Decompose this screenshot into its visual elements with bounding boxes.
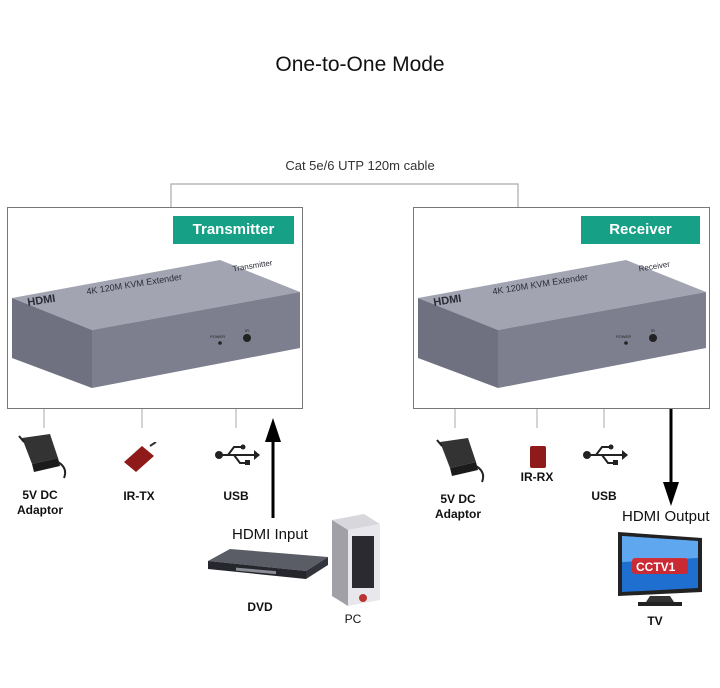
usb-icon xyxy=(215,444,260,465)
receiver-power-led xyxy=(624,341,628,345)
receiver-logo: HDMI xyxy=(433,293,463,309)
transmitter-power-label: POWER xyxy=(210,334,225,339)
power-adapter-icon xyxy=(18,434,67,479)
hdmi-output-arrowhead xyxy=(663,482,679,506)
adaptor-label-tx: 5V DC Adaptor xyxy=(17,488,63,517)
ir-tx-icon xyxy=(124,442,157,472)
transmitter-type-text: Transmitter xyxy=(232,258,273,273)
cable-label: Cat 5e/6 UTP 120m cable xyxy=(285,158,435,173)
tv-icon: CCTV1 xyxy=(618,532,702,606)
tv-label: TV xyxy=(647,614,663,628)
ir-tx-label: IR-TX xyxy=(123,489,155,503)
ir-rx-label: IR-RX xyxy=(520,470,554,484)
pc-label: PC xyxy=(344,612,362,626)
dvd-label: DVD xyxy=(247,600,273,614)
usb-label-rx: USB xyxy=(591,489,617,503)
receiver-tag: Receiver xyxy=(581,216,700,244)
usb-icon xyxy=(583,444,628,465)
transmitter-ir-label: IR xyxy=(245,328,249,333)
ir-rx-icon xyxy=(530,446,546,468)
transmitter-ir-port xyxy=(243,334,251,342)
hdmi-output-label: HDMI Output xyxy=(622,508,710,525)
receiver-device-image: HDMI 4K 120M KVM Extender Receiver POWER… xyxy=(418,260,706,388)
receiver-ir-label: IR xyxy=(651,328,655,333)
adaptor-label-rx: 5V DC Adaptor xyxy=(435,492,481,521)
tv-screen-text: CCTV1 xyxy=(636,560,676,574)
dvd-player-icon xyxy=(208,549,328,579)
transmitter-tag: Transmitter xyxy=(173,216,294,244)
power-adapter-icon xyxy=(436,438,485,483)
pc-tower-icon xyxy=(332,514,380,606)
diagram-title: One-to-One Mode xyxy=(275,53,445,76)
hdmi-input-label: HDMI Input xyxy=(232,526,308,543)
transmitter-device-image: HDMI 4K 120M KVM Extender Transmitter PO… xyxy=(12,258,300,388)
transmitter-logo: HDMI xyxy=(27,293,57,309)
hdmi-input-arrowhead xyxy=(265,418,281,442)
receiver-power-label: POWER xyxy=(616,334,631,339)
usb-label-tx: USB xyxy=(223,489,249,503)
cable-line xyxy=(170,183,519,207)
transmitter-power-led xyxy=(218,341,222,345)
receiver-ir-port xyxy=(649,334,657,342)
receiver-type-text: Receiver xyxy=(638,260,671,274)
